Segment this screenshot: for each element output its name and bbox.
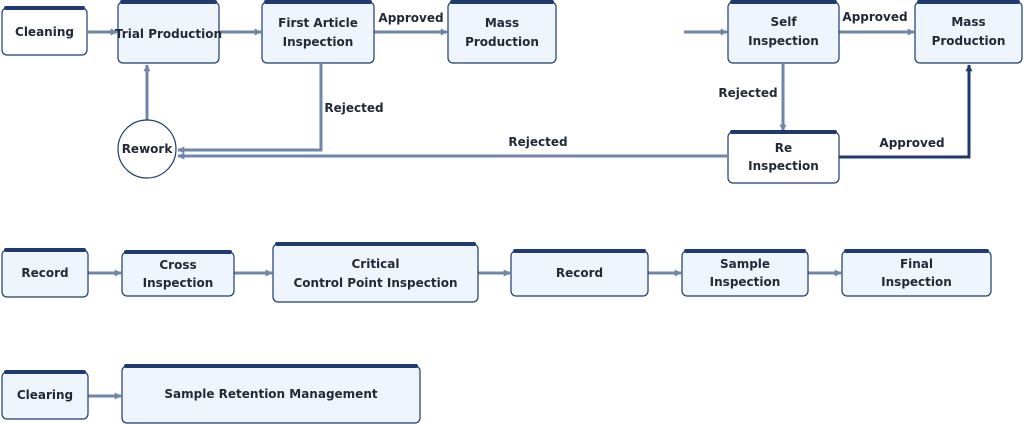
node-mass-production-2[interactable]: Mass Production [914, 0, 1023, 64]
node-cleaning[interactable]: Cleaning [1, 6, 88, 56]
label-rejected-reinspection: Rejected [508, 135, 567, 149]
node-cross-inspection[interactable]: Cross Inspection [121, 250, 235, 297]
arrow-reinspection-approved-to-mass [839, 64, 973, 159]
node-record-2[interactable]: Record [510, 249, 649, 297]
node-ccp-inspection[interactable]: Critical Control Point Inspection [272, 242, 479, 303]
connectors [88, 28, 973, 400]
node-trial-production[interactable]: Trial Production [115, 0, 222, 64]
node-ccp-line2: Control Point Inspection [293, 276, 457, 290]
node-cross-inspection-line2: Inspection [143, 276, 214, 290]
node-clearing[interactable]: Clearing [1, 370, 89, 420]
node-rework-label: Rework [122, 142, 174, 156]
node-ccp-line1: Critical [351, 257, 399, 271]
node-sample-inspection-line2: Inspection [710, 275, 781, 289]
node-sample-retention-label: Sample Retention Management [164, 387, 377, 401]
node-re-inspection-line2: Inspection [748, 159, 819, 173]
label-rejected-first-article: Rejected [324, 101, 383, 115]
node-first-article-inspection[interactable]: First Article Inspection [261, 0, 375, 64]
node-record-2-label: Record [556, 266, 603, 280]
node-mass-production-2-line2: Production [932, 34, 1006, 48]
node-sample-inspection-line1: Sample [720, 257, 770, 271]
label-approved-first-article: Approved [378, 11, 443, 25]
node-first-article-line2: Inspection [283, 35, 354, 49]
label-approved-reinspection: Approved [879, 136, 944, 150]
node-self-inspection[interactable]: Self Inspection [727, 0, 840, 64]
node-final-inspection[interactable]: Final Inspection [841, 249, 992, 297]
node-record-1-label: Record [21, 266, 68, 280]
node-self-inspection-line1: Self [770, 15, 797, 29]
node-mass-production-1[interactable]: Mass Production [447, 0, 557, 64]
node-final-inspection-line2: Inspection [881, 275, 952, 289]
node-cleaning-label: Cleaning [15, 25, 74, 39]
node-cross-inspection-line1: Cross [159, 258, 196, 272]
label-rejected-self-inspection: Rejected [718, 86, 777, 100]
node-mass-production-2-line1: Mass [951, 15, 985, 29]
arrow-first-article-rejected-to-rework [177, 64, 323, 154]
node-trial-production-label: Trial Production [115, 27, 222, 41]
node-final-inspection-line1: Final [900, 257, 933, 271]
node-record-1[interactable]: Record [1, 248, 89, 298]
node-clearing-label: Clearing [17, 388, 73, 402]
node-sample-inspection[interactable]: Sample Inspection [681, 249, 809, 297]
label-approved-self-inspection: Approved [842, 10, 907, 24]
node-mass-production-1-line1: Mass [485, 16, 519, 30]
node-rework[interactable]: Rework [117, 119, 177, 179]
node-re-inspection-line1: Re [775, 141, 792, 155]
node-first-article-line1: First Article [278, 16, 358, 30]
edge-labels: Approved Rejected Rejected Approved Reje… [324, 10, 944, 150]
node-sample-retention[interactable]: Sample Retention Management [121, 364, 421, 424]
node-self-inspection-line2: Inspection [748, 34, 819, 48]
node-re-inspection[interactable]: Re Inspection [727, 130, 840, 184]
node-mass-production-1-line2: Production [465, 35, 539, 49]
